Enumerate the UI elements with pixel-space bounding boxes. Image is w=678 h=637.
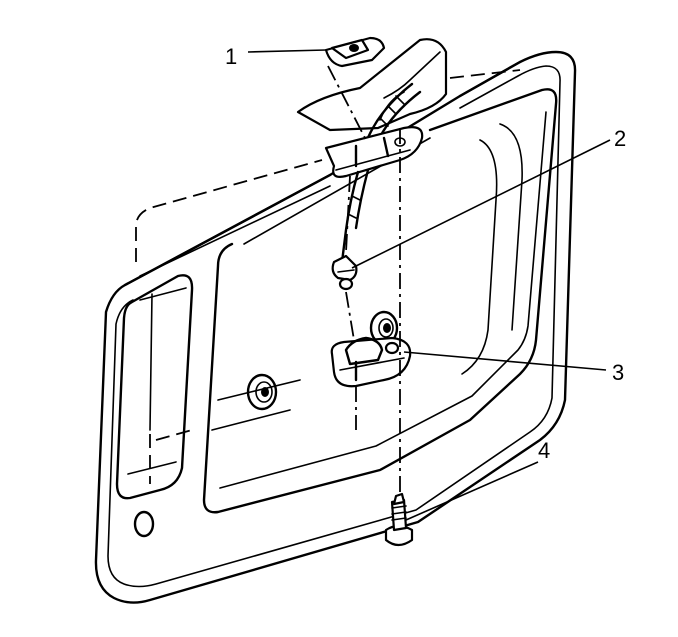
hidden-panel-outline <box>135 69 521 262</box>
callout-3: 3 <box>612 360 624 385</box>
upper-mount-plate <box>324 126 424 178</box>
callout-2: 2 <box>614 126 626 151</box>
mounting-boss-lower-left <box>246 373 278 411</box>
lower-mount-plate <box>330 336 412 388</box>
callout-4: 4 <box>538 438 550 463</box>
actuator-rod <box>340 168 370 264</box>
callout-1: 1 <box>225 44 237 69</box>
assembly-center-lines <box>327 65 401 496</box>
retainer-clip <box>324 36 386 68</box>
rod-clip <box>331 254 358 291</box>
handle-housing <box>94 50 577 604</box>
callout-leaders <box>247 49 611 521</box>
left-finger-pocket <box>115 274 194 500</box>
callout-labels: 1 2 3 4 <box>225 44 626 463</box>
drain-hole <box>133 510 155 538</box>
handle-recess <box>202 88 558 514</box>
fastener-screw <box>384 492 414 547</box>
